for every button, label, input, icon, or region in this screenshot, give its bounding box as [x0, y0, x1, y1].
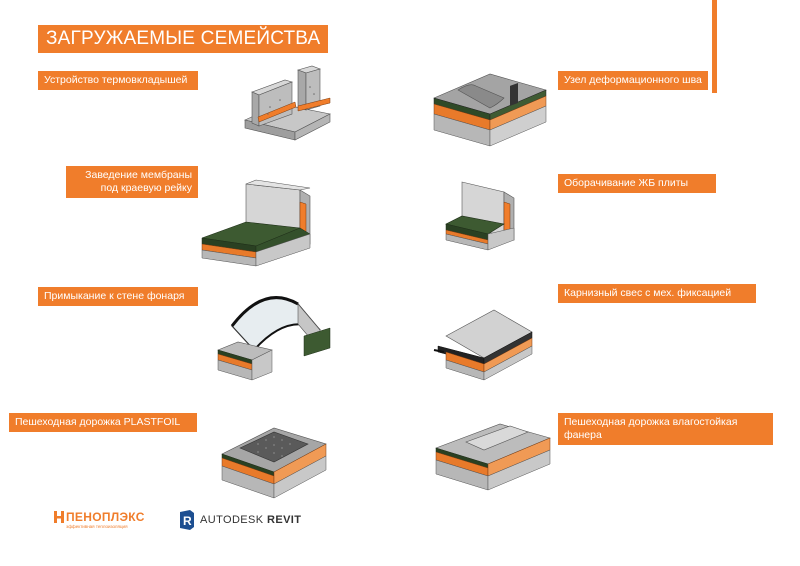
family-label-line-2: под краевую рейку — [100, 182, 192, 194]
family-label-expansion-joint[interactable]: Узел деформационного шва — [558, 71, 708, 90]
revit-word: REVIT — [266, 514, 302, 526]
family-label-line-1: Заведение мембраны — [85, 169, 192, 181]
family-label-thermal-insert[interactable]: Устройство термовкладышей — [38, 71, 198, 90]
penoplex-mark-icon — [54, 511, 64, 523]
family-label-skylight-junction[interactable]: Примыкание к стене фонаря — [38, 287, 198, 306]
penoplex-word: ПЕНОПЛЭКС — [66, 510, 145, 524]
family-label-membrane-edge[interactable]: Заведение мембраны под краевую рейку — [66, 166, 198, 198]
autodesk-word: AUTODESK — [200, 514, 264, 526]
family-label-rc-slab-wrap[interactable]: Оборачивание ЖБ плиты — [558, 174, 716, 193]
revit-r-icon: R — [180, 510, 194, 530]
expansion-joint-illustration[interactable] — [430, 60, 550, 160]
eaves-overhang-illustration[interactable] — [432, 306, 536, 382]
accent-bar — [712, 0, 717, 93]
walkway-plywood-illustration[interactable] — [432, 412, 554, 496]
page-title: ЗАГРУЖАЕМЫЕ СЕМЕЙСТВА — [38, 25, 329, 53]
svg-text:R: R — [183, 514, 192, 528]
family-label-walkway-plywood[interactable]: Пешеходная дорожка влагостойкая фанера — [558, 413, 773, 445]
thermal-insert-illustration[interactable] — [240, 62, 340, 144]
family-label-walkway-plastfoil[interactable]: Пешеходная дорожка PLASTFOIL — [9, 413, 197, 432]
walkway-plastfoil-illustration[interactable] — [218, 412, 330, 500]
penoplex-logo: ПЕНОПЛЭКС эффективная теплоизоляция — [54, 510, 154, 532]
family-label-eaves-overhang[interactable]: Карнизный свес с мех. фиксацией — [558, 284, 756, 303]
rc-slab-wrap-illustration[interactable] — [442, 178, 526, 254]
membrane-edge-strip-illustration[interactable] — [198, 176, 322, 268]
skylight-wall-junction-illustration[interactable] — [212, 290, 336, 386]
penoplex-tagline: эффективная теплоизоляция — [66, 524, 128, 529]
autodesk-revit-word: AUTODESK REVIT — [200, 514, 301, 526]
